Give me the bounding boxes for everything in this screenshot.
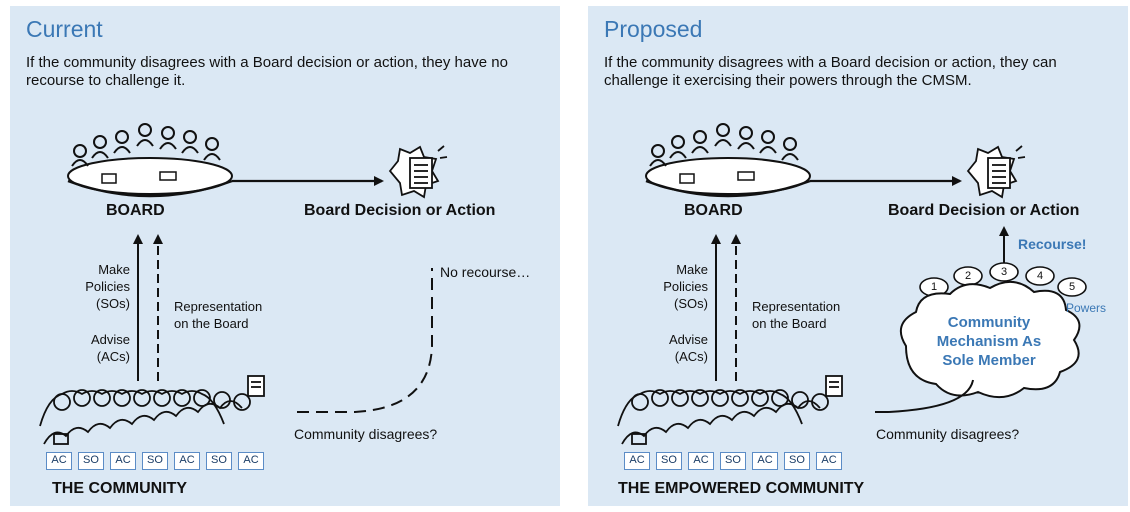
community-crowd-illustration	[617, 375, 843, 445]
power-number: 5	[1068, 281, 1076, 293]
tag-ac: AC	[816, 452, 842, 470]
power-number: 4	[1036, 270, 1044, 282]
panel-title: Current	[26, 16, 103, 42]
decision-label: Board Decision or Action	[304, 202, 496, 219]
board-table-illustration	[67, 123, 233, 198]
board-table-illustration	[645, 123, 811, 198]
no-recourse-path	[297, 268, 433, 413]
disagreement-path	[875, 379, 974, 413]
tag-so: SO	[206, 452, 232, 470]
current-diagram-art	[39, 123, 448, 445]
power-number: 1	[930, 281, 938, 293]
power-oval	[1025, 266, 1055, 286]
tag-ac: AC	[688, 452, 714, 470]
tag-so: SO	[142, 452, 168, 470]
tag-ac: AC	[46, 452, 72, 470]
panel-title: Proposed	[604, 16, 703, 42]
tag-so: SO	[656, 452, 682, 470]
community-label: THE COMMUNITY	[52, 480, 188, 497]
tag-ac: AC	[238, 452, 264, 470]
panel-description: If the community disagrees with a Board …	[26, 54, 508, 89]
board-label: BOARD	[106, 202, 165, 219]
current-panel: Current If the community disagrees with …	[10, 6, 560, 506]
powers-label: Powers	[1066, 301, 1107, 315]
power-ovals	[919, 262, 1087, 297]
power-oval	[989, 262, 1019, 282]
tag-ac: AC	[110, 452, 136, 470]
board-label: BOARD	[684, 202, 743, 219]
recourse-label: Recourse!	[1018, 236, 1087, 252]
advise-label: Advise(ACs)	[668, 332, 708, 364]
community-disagrees-label: Community disagrees?	[876, 426, 1020, 442]
document-burst-icon	[966, 145, 1026, 199]
panel-description: If the community disagrees with a Board …	[604, 54, 1057, 89]
tag-ac: AC	[624, 452, 650, 470]
tag-so: SO	[78, 452, 104, 470]
power-number: 3	[1000, 266, 1008, 278]
tag-ac: AC	[752, 452, 778, 470]
power-oval	[1057, 277, 1087, 297]
community-crowd-illustration	[39, 375, 265, 445]
community-label: THE EMPOWERED COMMUNITY	[618, 480, 865, 497]
tag-ac: AC	[174, 452, 200, 470]
decision-label: Board Decision or Action	[888, 202, 1080, 219]
community-disagrees-label: Community disagrees?	[294, 426, 438, 442]
tag-so: SO	[784, 452, 810, 470]
proposed-diagram-art	[617, 123, 1087, 445]
proposed-panel: Proposed If the community disagrees with…	[588, 6, 1128, 506]
document-burst-icon	[388, 145, 448, 199]
power-number: 2	[964, 270, 972, 282]
cmsm-cloud-shape	[899, 281, 1081, 399]
no-recourse-label: No recourse…	[440, 264, 531, 280]
tag-so: SO	[720, 452, 746, 470]
advise-label: Advise(ACs)	[90, 332, 130, 364]
